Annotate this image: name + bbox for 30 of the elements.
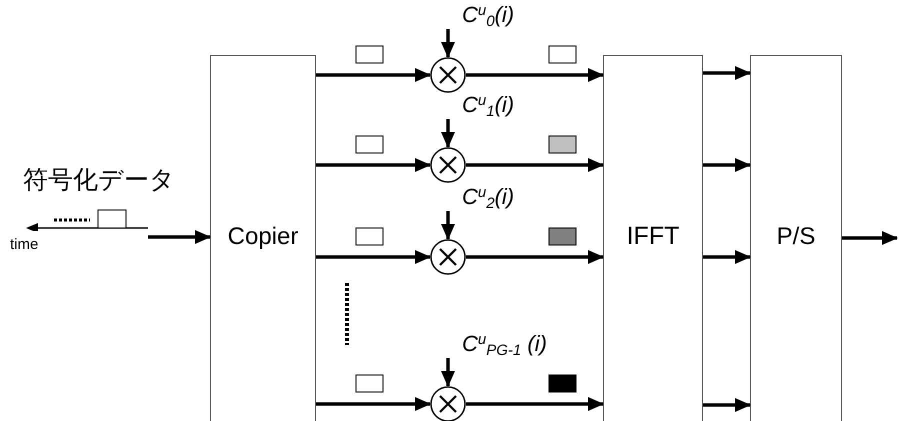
arrow xyxy=(441,358,455,387)
arrow xyxy=(441,211,455,240)
arrow xyxy=(316,397,431,411)
process-block: IFFT xyxy=(603,55,703,421)
arrow xyxy=(466,68,604,82)
arrow xyxy=(441,29,455,58)
spreading-code-label: C$^{u}$$_{0}$(i) xyxy=(462,1,514,29)
arrow xyxy=(466,397,604,411)
arrow xyxy=(148,230,211,244)
multiplier-circle xyxy=(430,239,466,275)
arrow xyxy=(316,250,431,264)
arrow xyxy=(703,398,751,412)
arrow xyxy=(842,231,898,245)
spreading-code-label: C$^{u}$$_{1}$(i) xyxy=(462,91,514,119)
axis-label: time xyxy=(10,236,38,254)
spreading-code-label: C$^{u}$$_{2}$(i) xyxy=(462,183,514,211)
arrow xyxy=(703,66,751,80)
spreading-code-label: C$^{u}$$_{PG-1}$ (i) xyxy=(462,330,547,358)
input-label: 符号化データ xyxy=(23,165,175,195)
arrow xyxy=(316,68,431,82)
process-block: Copier xyxy=(210,55,316,421)
arrow xyxy=(703,158,751,172)
arrow xyxy=(466,158,604,172)
arrow xyxy=(316,158,431,172)
arrow xyxy=(441,119,455,148)
process-block: P/S xyxy=(750,55,842,421)
arrow xyxy=(703,250,751,264)
arrow xyxy=(466,250,604,264)
multiplier-circle xyxy=(430,147,466,183)
multiplier-circle xyxy=(430,57,466,93)
